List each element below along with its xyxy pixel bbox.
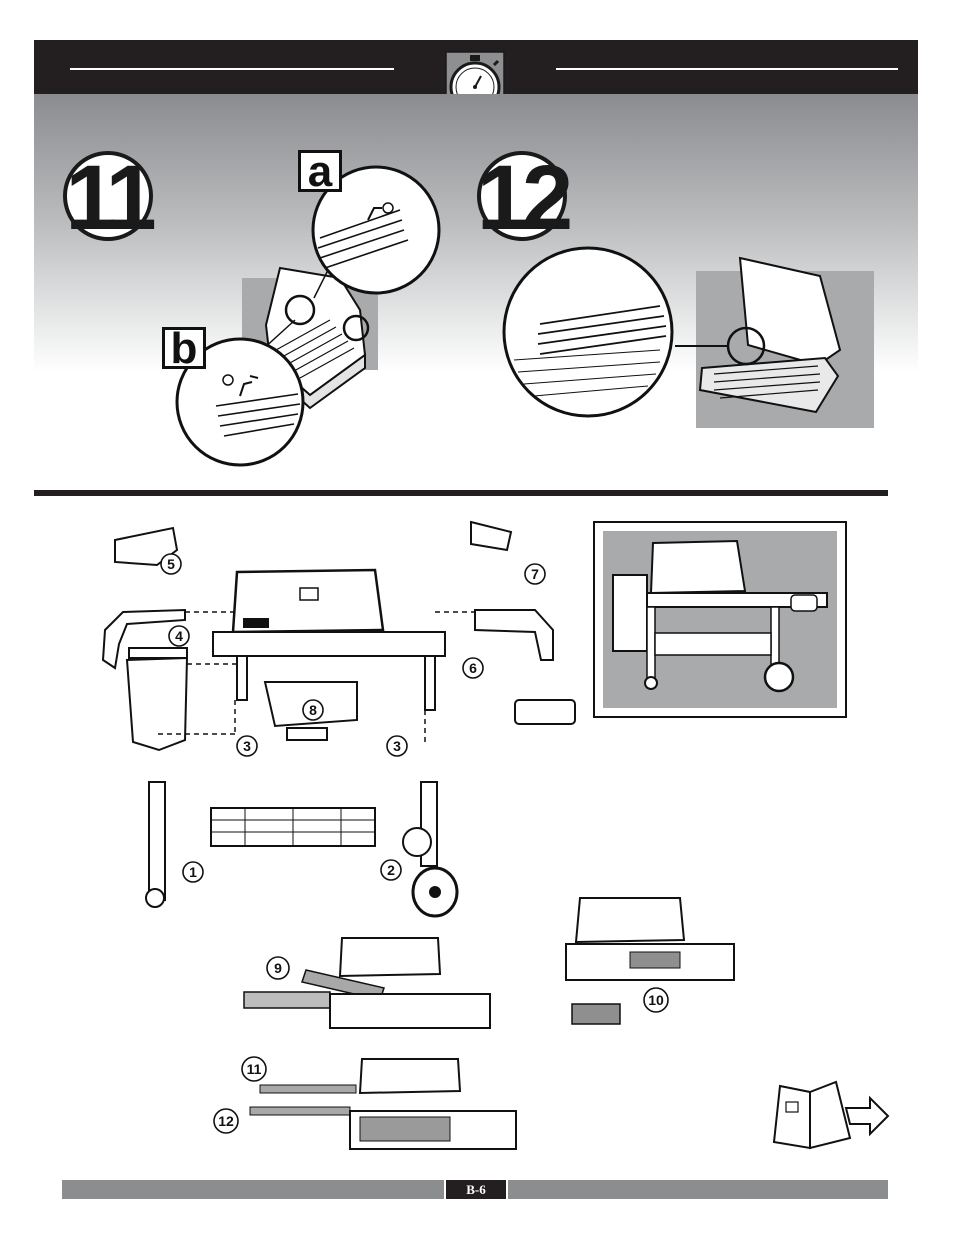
callout-8: 8 xyxy=(309,702,317,718)
step-11-illustration xyxy=(170,150,450,470)
exploded-assembly-diagram: 5 4 7 6 8 3 3 1 2 xyxy=(95,520,595,920)
callout-4: 4 xyxy=(175,628,183,644)
step-11-number: 11 xyxy=(62,152,154,244)
callout-3-right: 3 xyxy=(393,738,401,754)
footer-bar-right xyxy=(508,1180,888,1199)
callout-9: 9 xyxy=(274,960,282,976)
callout-7: 7 xyxy=(531,566,539,582)
callout-10: 10 xyxy=(648,992,664,1008)
step-12-number: 12 xyxy=(476,152,568,244)
section-divider xyxy=(34,490,888,496)
callout-6: 6 xyxy=(469,660,477,676)
step-11-badge: 11 xyxy=(62,150,154,242)
header-rule-left xyxy=(70,68,394,70)
callout-12: 12 xyxy=(218,1113,234,1129)
detail-a-label: a xyxy=(298,150,342,192)
detail-b-label: b xyxy=(162,327,206,369)
steps-11-12-diagram: 11 12 xyxy=(212,1055,522,1155)
step-12-illustration xyxy=(500,240,880,435)
header-rule-right xyxy=(556,68,898,70)
callout-3-left: 3 xyxy=(243,738,251,754)
callout-5: 5 xyxy=(167,556,175,572)
callout-1: 1 xyxy=(189,864,197,880)
callout-11: 11 xyxy=(247,1061,262,1077)
page-number: B-6 xyxy=(446,1180,506,1199)
assembled-grill-inset xyxy=(593,521,847,718)
manual-next-page-icon xyxy=(770,1078,890,1152)
steps-9-10-diagram: 9 10 xyxy=(240,930,740,1035)
footer-bar-left xyxy=(62,1180,444,1199)
callout-2: 2 xyxy=(387,862,395,878)
step-12-badge: 12 xyxy=(476,150,568,242)
